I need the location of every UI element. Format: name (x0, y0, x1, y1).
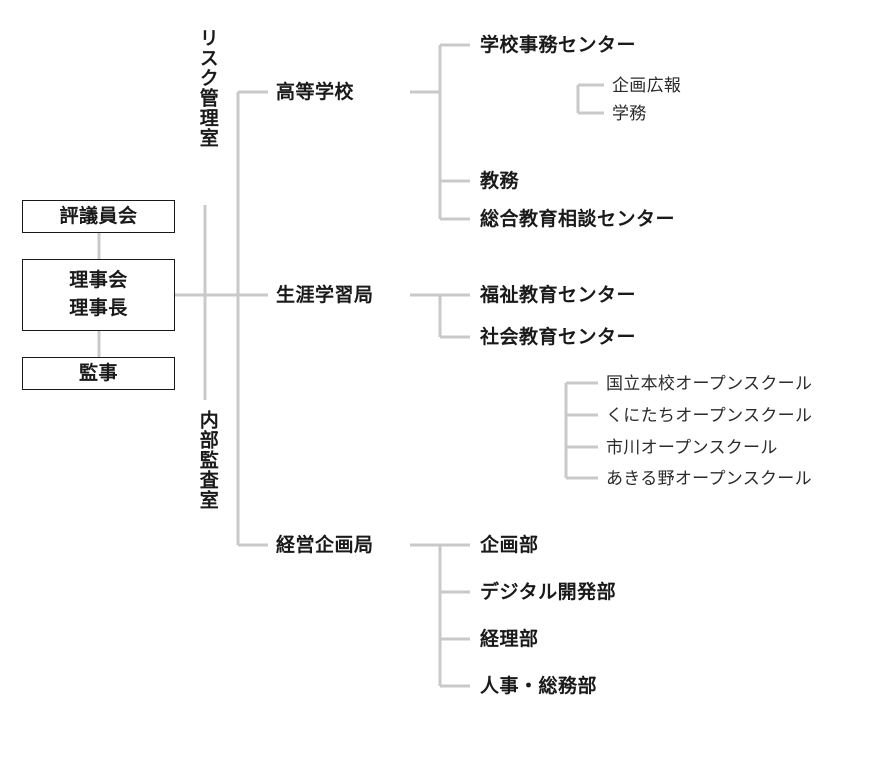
node-ichikawa-open-school[interactable]: 市川オープンスクール (606, 438, 778, 457)
node-councillors[interactable]: 評議員会 (22, 200, 175, 233)
node-board-label-line2: 理事長 (69, 298, 128, 319)
node-academic-affairs-sub[interactable]: 学務 (612, 104, 647, 123)
node-school-affairs-center[interactable]: 学校事務センター (480, 35, 637, 56)
node-digital-development-department[interactable]: デジタル開発部 (480, 582, 617, 603)
node-akiruno-open-school[interactable]: あきる野オープンスクール (606, 469, 812, 488)
node-planning-department[interactable]: 企画部 (480, 535, 539, 556)
node-board[interactable]: 理事会 理事長 (22, 259, 175, 331)
node-board-label-line1: 理事会 (69, 270, 128, 292)
node-kunitachi-open-school[interactable]: くにたちオープンスクール (606, 406, 813, 425)
node-social-education-center[interactable]: 社会教育センター (480, 327, 637, 348)
node-accounting-department[interactable]: 経理部 (480, 629, 539, 650)
node-welfare-education-center[interactable]: 福祉教育センター (480, 285, 637, 306)
label-internal-audit-office[interactable]: 内部監査室 (196, 410, 218, 510)
label-risk-management-office[interactable]: リスク管理室 (196, 28, 218, 148)
node-comprehensive-education-counseling-center[interactable]: 総合教育相談センター (480, 209, 676, 230)
node-councillors-label: 評議員会 (59, 205, 138, 227)
node-hr-general-affairs-department[interactable]: 人事・総務部 (480, 676, 598, 697)
node-kunitachi-main-open-school[interactable]: 国立本校オープンスクール (606, 374, 813, 393)
node-management-planning-bureau[interactable]: 経営企画局 (276, 535, 374, 556)
node-lifelong-learning-bureau[interactable]: 生涯学習局 (276, 285, 374, 306)
node-auditor[interactable]: 監事 (22, 357, 175, 390)
node-academic-affairs[interactable]: 教務 (480, 171, 520, 192)
node-auditor-label: 監事 (78, 362, 118, 384)
node-high-school[interactable]: 高等学校 (276, 82, 355, 103)
node-planning-pr[interactable]: 企画広報 (612, 76, 682, 95)
